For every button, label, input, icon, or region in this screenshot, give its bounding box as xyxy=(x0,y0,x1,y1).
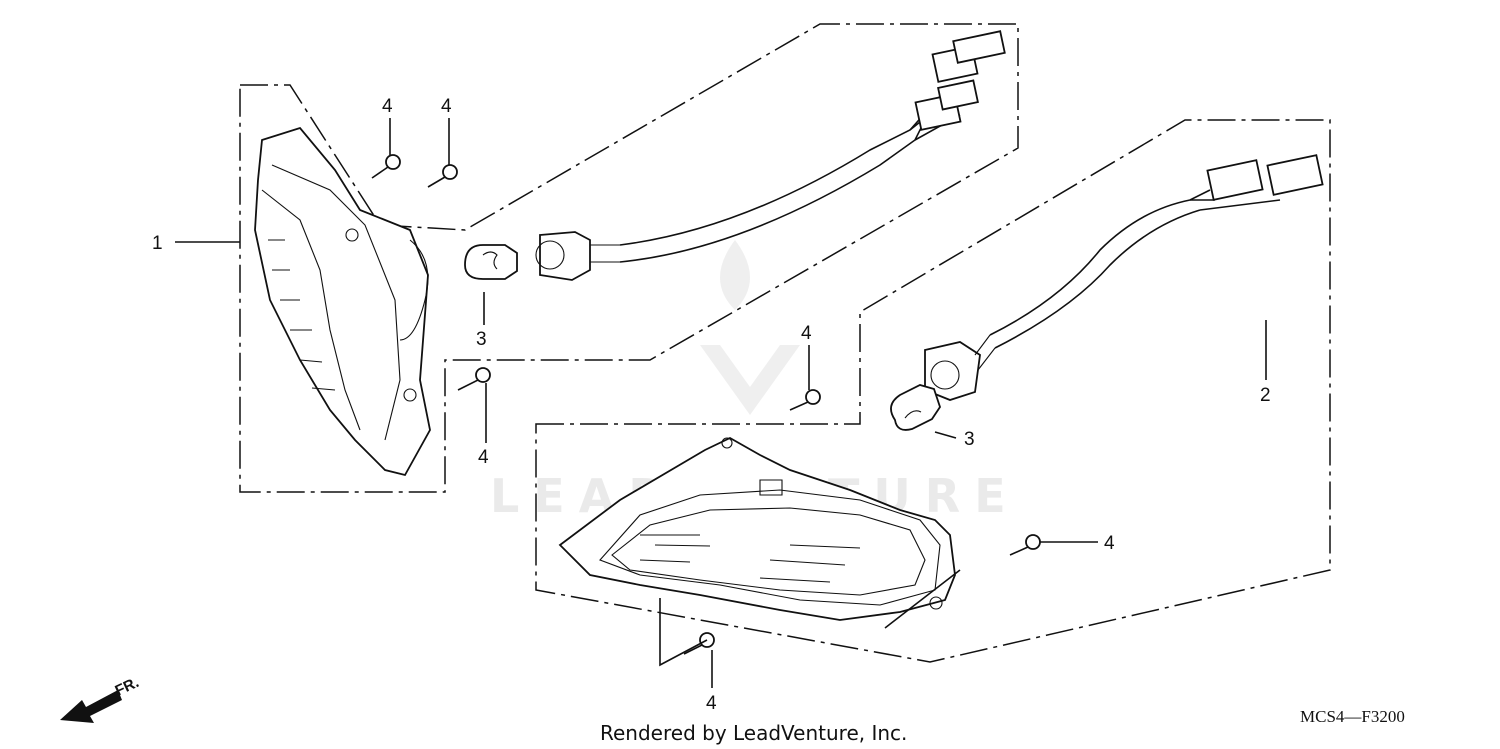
leader-lines xyxy=(175,118,1267,688)
callout-4-screw-3: 4 xyxy=(478,447,489,468)
callout-4-screw-1: 4 xyxy=(382,96,393,117)
callout-4-screw-4: 4 xyxy=(801,323,812,344)
bulb-right xyxy=(890,384,941,431)
right-assembly-frame xyxy=(535,119,1331,663)
front-direction-arrow: FR. xyxy=(60,674,142,723)
screw-1 xyxy=(371,154,401,179)
callout-1: 1 xyxy=(152,233,163,254)
left-wire-harness xyxy=(535,30,1006,281)
bulb-left xyxy=(464,244,518,280)
screw-5 xyxy=(1009,534,1041,556)
callout-4-screw-2: 4 xyxy=(441,96,452,117)
diagram-code: MCS4—F3200 xyxy=(1300,707,1405,726)
left-turn-signal-lamp xyxy=(254,126,431,477)
callout-4-screw-6: 4 xyxy=(706,693,717,714)
render-credit: Rendered by LeadVenture, Inc. xyxy=(600,721,907,745)
callout-3-left-bulb: 3 xyxy=(476,329,487,350)
callout-4-screw-5: 4 xyxy=(1104,533,1115,554)
callout-2: 2 xyxy=(1260,385,1271,406)
left-assembly-frame xyxy=(239,23,1019,493)
callout-3-right-bulb: 3 xyxy=(964,429,975,450)
front-direction-label: FR. xyxy=(113,674,142,700)
screw-3 xyxy=(457,367,491,391)
right-turn-signal-lamp xyxy=(558,436,956,621)
screw-4 xyxy=(789,389,821,411)
screw-2 xyxy=(427,164,458,188)
right-wire-harness xyxy=(924,154,1324,401)
